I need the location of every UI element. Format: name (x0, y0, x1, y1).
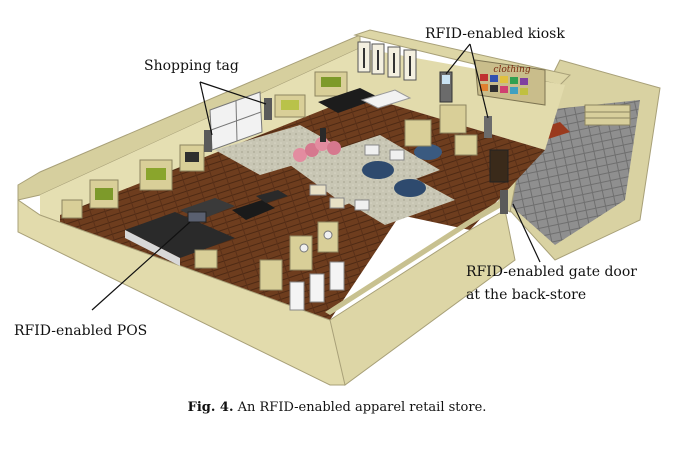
caption-text: An RFID-enabled apparel retail store. (238, 400, 487, 415)
figure-caption: Fig. 4. An RFID-enabled apparel retail s… (0, 400, 674, 415)
label-gate-door-line1: RFID-enabled gate door (466, 263, 637, 281)
clothing-sign: clothing (493, 65, 530, 75)
tag-reader-1 (204, 130, 212, 152)
kiosk-screen (442, 75, 450, 84)
tag-reader-2 (264, 98, 272, 120)
kiosk-device-2 (484, 116, 492, 138)
label-shopping-tag: Shopping tag (144, 57, 239, 75)
pos-terminal (188, 212, 206, 222)
caption-prefix: Fig. 4. (188, 400, 234, 415)
label-gate-door-line2: at the back-store (466, 286, 586, 304)
label-pos: RFID-enabled POS (14, 322, 147, 340)
back-store-rack (585, 105, 630, 125)
label-kiosk: RFID-enabled kiosk (425, 25, 565, 43)
